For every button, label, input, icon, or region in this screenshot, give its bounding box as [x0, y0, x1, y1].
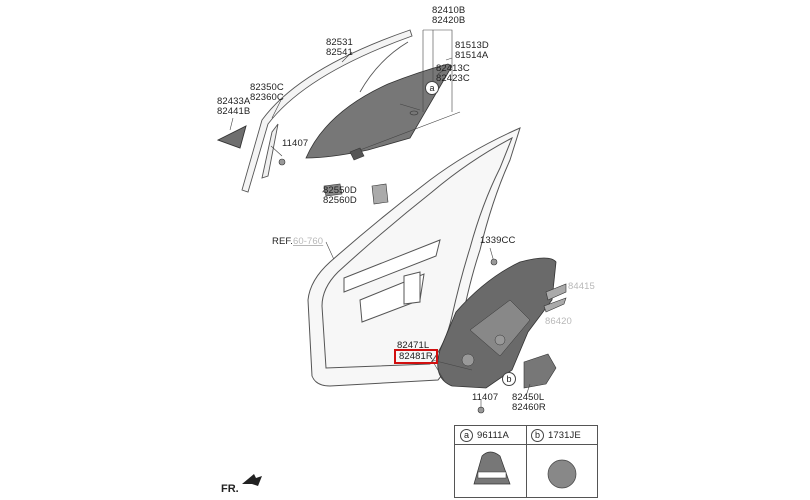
- door-latch: [523, 353, 557, 389]
- quarter-seal: [216, 125, 247, 149]
- legend-header-line: [455, 444, 597, 445]
- glass-run-channel: [241, 29, 413, 193]
- callout-b: b: [502, 372, 516, 386]
- front-direction-label: FR.: [221, 483, 239, 495]
- label-11407-top: 11407: [282, 138, 309, 149]
- plug-icon: [547, 459, 577, 489]
- label-1339cc: 1339CC: [480, 235, 516, 246]
- door-glass: [305, 63, 453, 159]
- label-86420: 86420: [545, 316, 572, 327]
- rear-channel: [261, 123, 279, 179]
- label-82481r-highlighted[interactable]: 82481R: [394, 349, 438, 364]
- legend-callout-a: a: [460, 429, 473, 442]
- label-82471l: 82471L: [397, 340, 430, 351]
- legend-part-b: 1731JE: [548, 430, 581, 441]
- legend-divider: [526, 426, 527, 497]
- legend-table: a 96111A b 1731JE: [454, 425, 598, 498]
- label-11407-bottom: 11407: [472, 392, 499, 403]
- label-84415: 84415: [568, 281, 595, 292]
- legend-callout-b: b: [531, 429, 544, 442]
- callout-a: a: [425, 81, 439, 95]
- front-arrow-icon: [242, 474, 262, 486]
- legend-part-a: 96111A: [477, 430, 509, 441]
- label-ref: REF.60-760: [272, 236, 324, 247]
